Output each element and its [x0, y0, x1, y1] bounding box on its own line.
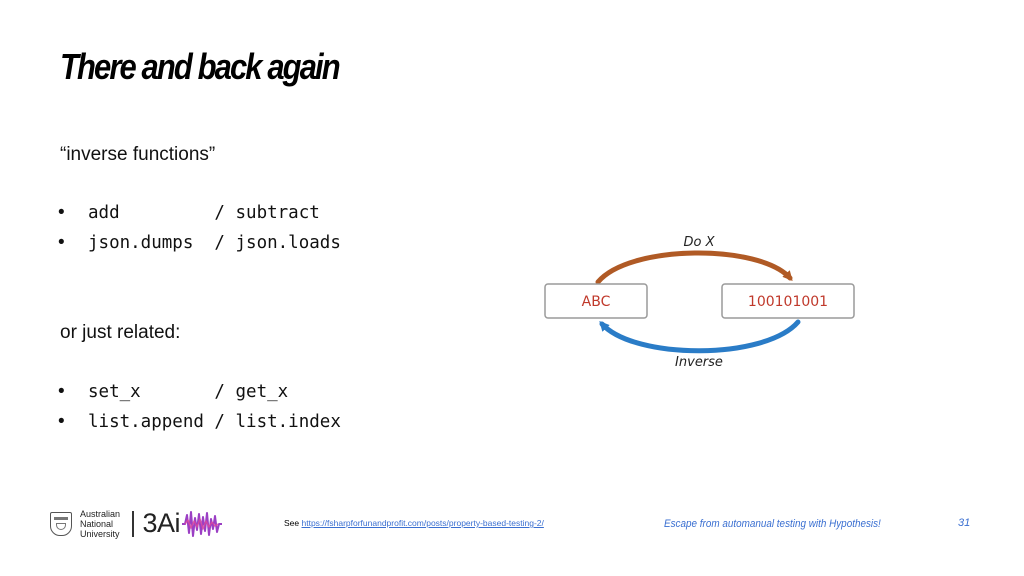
section-heading-inverse: “inverse functions”	[60, 144, 216, 165]
code-pair: json.dumps / json.loads	[88, 233, 341, 253]
see-prefix: See	[284, 518, 300, 528]
list-item: • add / subtract	[58, 198, 341, 228]
right-box-label: 100101001	[748, 294, 828, 310]
bullet-icon: •	[58, 202, 65, 223]
inverse-diagram: ABC 100101001 Do X Inverse	[544, 235, 855, 370]
list-item: • json.dumps / json.loads	[58, 228, 341, 258]
bullet-icon: •	[58, 381, 65, 402]
anu-line: University	[80, 528, 120, 539]
right-box	[721, 283, 855, 319]
section-heading-related: or just related:	[60, 322, 181, 343]
left-box	[544, 283, 648, 319]
logo-divider	[132, 510, 134, 537]
bullet-icon: •	[58, 232, 65, 253]
code-pair: set_x / get_x	[88, 382, 289, 402]
bullet-icon: •	[58, 411, 65, 432]
reference-note: See https://fsharpforfunandprofit.com/po…	[284, 518, 544, 528]
slide-title: There and back again	[60, 46, 341, 87]
waveform-icon	[182, 510, 223, 537]
left-box-label: ABC	[582, 294, 611, 310]
list-item: • list.append / list.index	[58, 407, 341, 437]
code-pair: add / subtract	[88, 203, 320, 223]
anu-line: National	[80, 518, 114, 529]
inverse-functions-list: • add / subtract • json.dumps / json.loa…	[58, 198, 341, 258]
related-functions-list: • set_x / get_x • list.append / list.ind…	[58, 377, 341, 437]
anu-wordmark: Australian National University	[80, 509, 120, 539]
anu-line: Australian	[80, 508, 121, 519]
list-item: • set_x / get_x	[58, 377, 341, 407]
event-title: Escape from automanual testing with Hypo…	[664, 518, 881, 530]
do-x-arrow	[595, 250, 793, 285]
page-number: 31	[958, 517, 971, 529]
footer-logo: Australian National University 3Ai	[50, 508, 223, 539]
anu-crest-icon	[50, 511, 72, 536]
brand-3ai: 3Ai	[142, 508, 181, 538]
do-x-label: Do X	[683, 235, 715, 250]
inverse-arrow	[599, 319, 801, 354]
reference-link[interactable]: https://fsharpforfunandprofit.com/posts/…	[301, 518, 544, 528]
inverse-label: Inverse	[675, 355, 723, 370]
code-pair: list.append / list.index	[88, 412, 341, 432]
